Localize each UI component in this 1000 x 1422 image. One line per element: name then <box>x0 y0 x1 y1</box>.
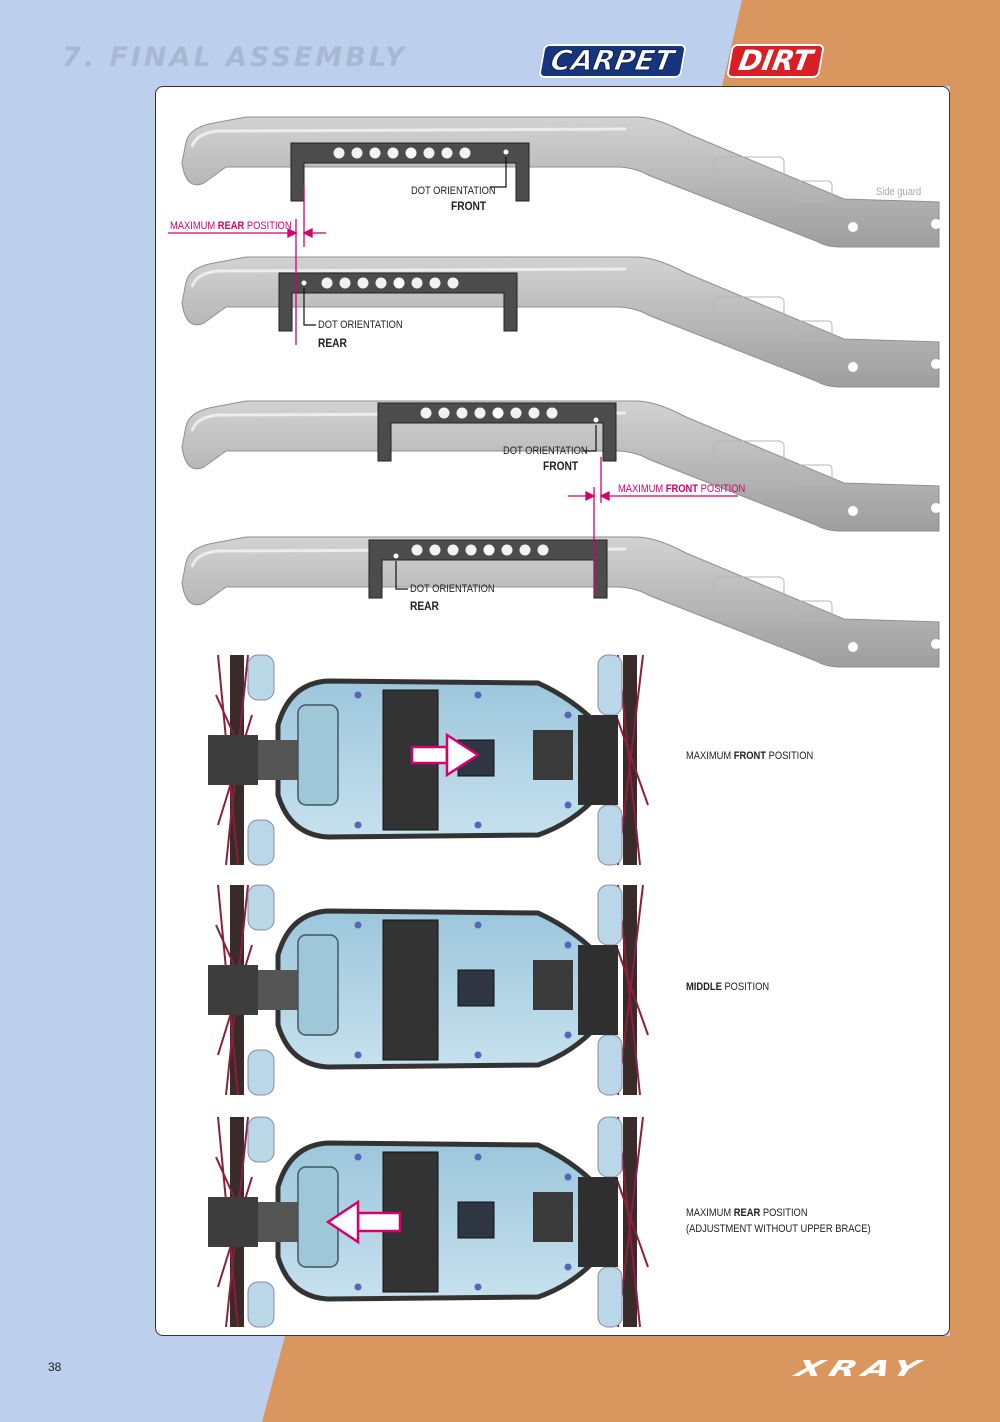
car-photo-middle <box>208 885 648 1095</box>
caption-middle: MIDDLE POSITION <box>686 981 770 993</box>
side-guard-label: Side guard <box>876 186 922 198</box>
max-front-label: MAXIMUM FRONT POSITION <box>618 483 746 495</box>
car-photo-front <box>208 655 648 865</box>
car-photo-rear <box>208 1117 648 1327</box>
page-number: 38 <box>48 1360 62 1374</box>
section-title: 7. FINAL ASSEMBLY <box>62 42 408 73</box>
xray-logo: XRAY <box>791 1357 930 1382</box>
max-front-marker <box>568 457 738 595</box>
caption-max-front: MAXIMUM FRONT POSITION <box>686 750 814 762</box>
dot-orientation-word-3: FRONT <box>543 459 579 473</box>
dot-orientation-label-1: DOT ORIENTATION <box>411 185 496 197</box>
dot-orientation-label-3: DOT ORIENTATION <box>503 445 588 457</box>
orientation-dot-4 <box>393 553 399 559</box>
orientation-dot-1 <box>503 149 509 155</box>
caption-max-rear: MAXIMUM REAR POSITION <box>686 1207 808 1219</box>
max-rear-marker <box>168 185 326 345</box>
orientation-dot-3 <box>593 417 599 423</box>
orientation-dot-2 <box>301 280 307 286</box>
instruction-panel: Side guard DOT ORIENTATION FRONT DOT ORI… <box>155 86 950 1336</box>
dot-orientation-word-2: REAR <box>318 336 347 350</box>
dot-orientation-label-4: DOT ORIENTATION <box>410 583 495 595</box>
assembly-diagram <box>168 115 943 1337</box>
caption-max-rear-note: (ADJUSTMENT WITHOUT UPPER BRACE) <box>686 1223 871 1235</box>
dot-orientation-label-2: DOT ORIENTATION <box>318 319 403 331</box>
dot-orientation-word-1: FRONT <box>451 199 487 213</box>
dirt-logo: DIRT <box>726 44 826 78</box>
max-rear-label: MAXIMUM REAR POSITION <box>170 220 292 232</box>
dot-orientation-word-4: REAR <box>410 599 439 613</box>
carpet-logo: CARPET <box>538 44 687 78</box>
